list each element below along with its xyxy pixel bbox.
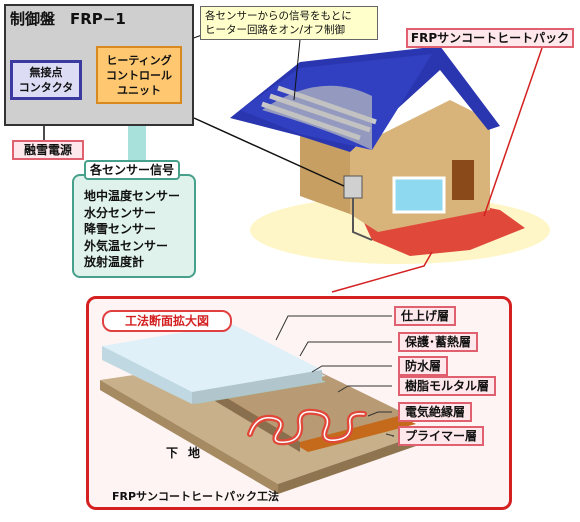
layer-leader-lines [275,315,395,437]
substrate-front [100,380,278,494]
house-door [452,160,474,200]
control-callout: 各センサーからの信号をもとに ヒーター回路をオン/オフ制御 [200,6,378,40]
contactor-box: 無接点 コンタクタ [10,60,82,100]
callout-to-roof-line [293,39,301,101]
panel-to-house-line [193,117,345,187]
frp-product-label: FRPサンコートヒートパック [406,28,574,48]
sensor-item: 放射温度計 [84,255,145,269]
layer-label-protective: 保護･蓄熱層 [398,332,479,352]
sensor-item: 地中温度センサー [84,189,181,203]
house-side-wall [300,132,350,214]
snow-melting-power-label: 融雪電源 [12,140,84,160]
frp-leader-line [483,47,543,217]
layer-label-primer: プライマー層 [398,426,485,446]
heating-control-unit-box: ヒーティング コントロール ユニット [96,46,182,104]
wall-control-box [343,175,363,199]
finish-layer [102,324,322,392]
conduit-line [352,198,373,241]
sensor-signals-heading: 各センサー信号 [84,160,180,180]
layer-label-insulation: 電気絶縁層 [398,402,473,422]
sensor-list: 地中温度センサー 水分センサー 降雪センサー 外気温センサー 放射温度計 [72,174,196,278]
layer-label-mortar: 樹脂モルタル層 [398,376,497,396]
control-panel-title: 制御盤 FRP−1 [10,10,126,28]
method-name-label: FRPサンコートヒートパック工法 [112,490,280,503]
sensor-item: 水分センサー [84,205,157,220]
house-window [392,176,446,214]
ground-label: 下地 [166,446,211,460]
layer-label-finish: 仕上げ層 [394,306,457,326]
finish-front [102,346,192,404]
sensor-item: 降雪センサー [84,222,157,236]
zoom-leader [331,251,433,293]
sensor-item: 外気温センサー [84,238,169,253]
finish-right [192,370,322,404]
substrate-right [278,436,416,494]
cross-section-title: 工法断面拡大図 [102,310,232,332]
layer-label-waterproof: 防水層 [398,356,449,376]
roof-peel [262,85,372,150]
cross-section-illustration [100,315,416,494]
